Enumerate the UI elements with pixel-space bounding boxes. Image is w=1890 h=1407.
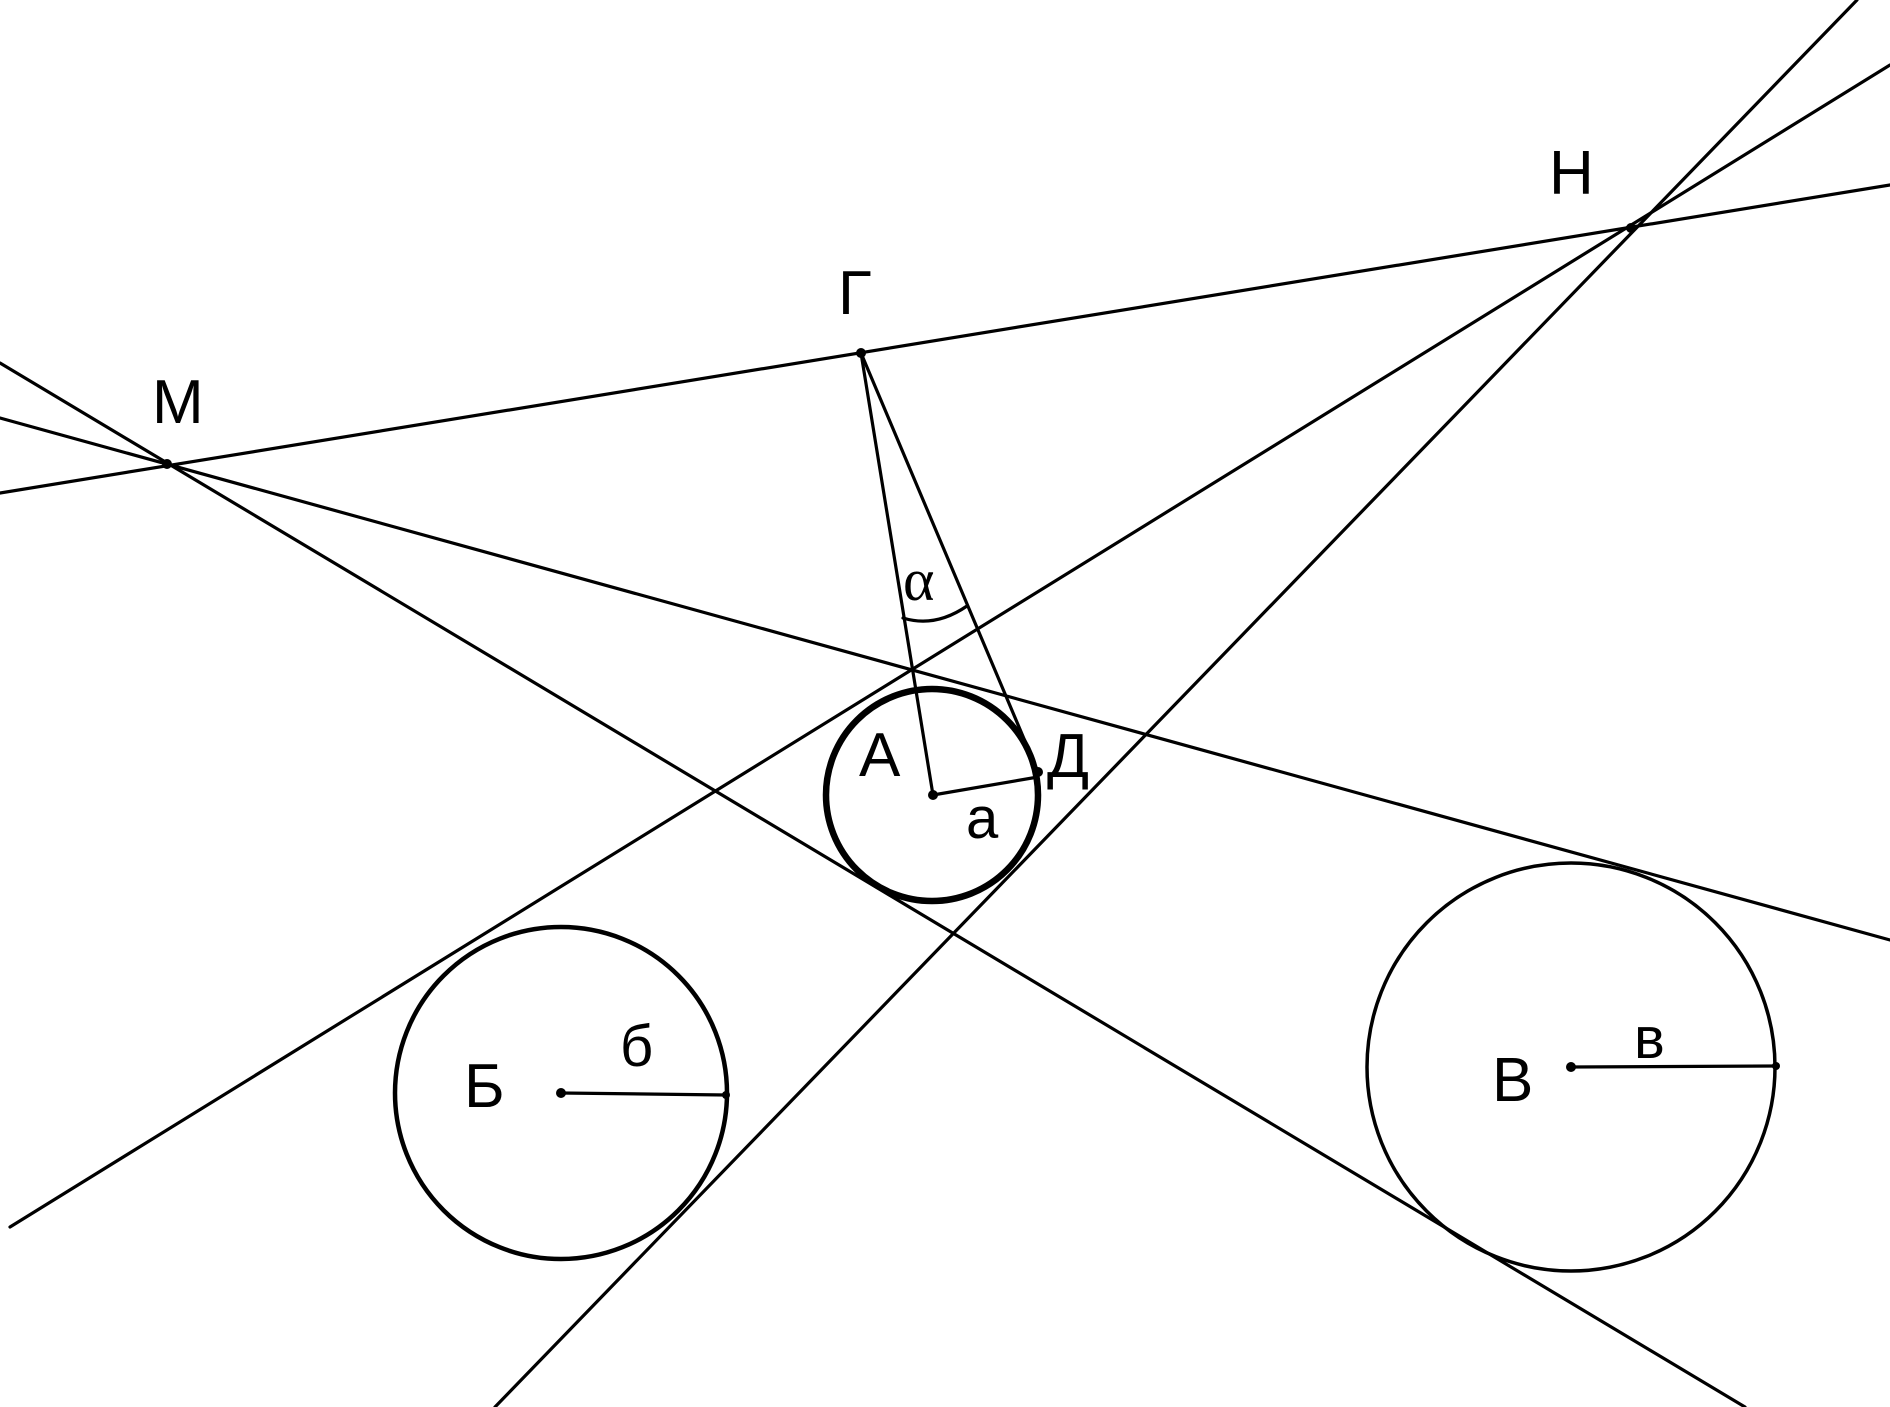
radius-end-b <box>722 1091 730 1099</box>
label-g: Г <box>838 259 872 328</box>
label-radius-a: а <box>966 786 999 851</box>
label-h: Н <box>1549 139 1594 208</box>
center-a <box>928 790 938 800</box>
label-radius-b: б <box>620 1014 653 1079</box>
segment-g-d <box>859 351 1040 774</box>
line-h-tangent-left <box>8 63 1890 1229</box>
label-m: М <box>152 368 204 437</box>
radius-v <box>1570 1064 1776 1069</box>
label-circle-b: Б <box>464 1052 505 1121</box>
segment-g-a <box>859 351 935 797</box>
point-d <box>1033 767 1043 777</box>
center-v <box>1566 1062 1576 1072</box>
radius-a <box>932 775 1039 797</box>
point-m <box>162 459 172 469</box>
center-b <box>556 1088 566 1098</box>
radius-end-v <box>1772 1062 1780 1070</box>
label-circle-a: А <box>859 721 901 790</box>
label-radius-v: в <box>1634 1006 1665 1071</box>
circle-a <box>822 685 1042 905</box>
label-angle-alpha: α <box>903 547 934 613</box>
line-m-g-h <box>0 183 1890 495</box>
line-h-tangent-lower <box>493 0 1859 1407</box>
point-h <box>1626 223 1636 233</box>
label-circle-v: В <box>1492 1046 1533 1115</box>
radius-b <box>560 1091 727 1097</box>
label-d: Д <box>1047 722 1089 791</box>
line-m-upper-tangent <box>0 416 1890 942</box>
angle-arc-alpha <box>901 604 969 623</box>
point-g <box>856 348 866 358</box>
